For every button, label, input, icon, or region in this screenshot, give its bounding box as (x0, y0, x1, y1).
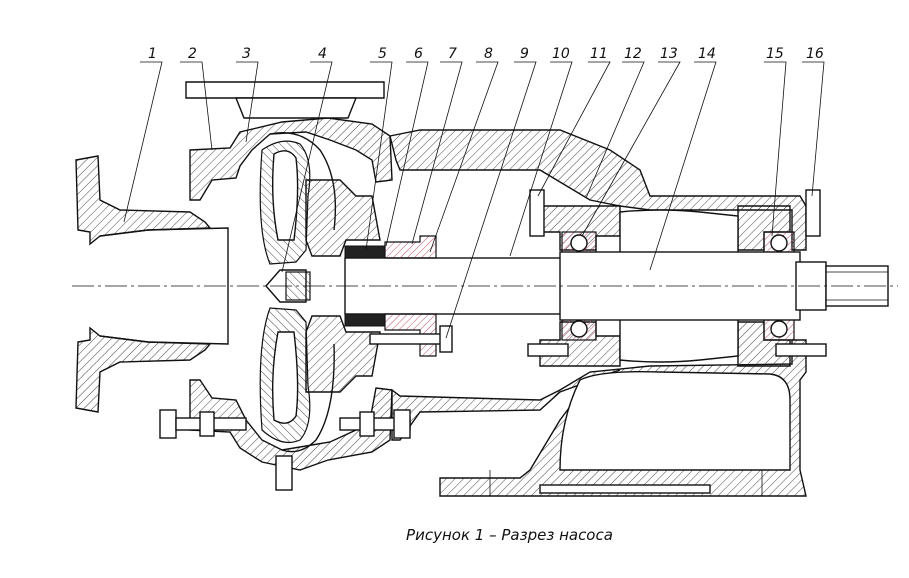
callout-numbers: 1 2 3 4 5 6 7 8 9 10 11 12 13 14 15 16 (148, 46, 824, 62)
figure-caption: Рисунок 1 – Разрез насоса (406, 526, 613, 544)
callout-10: 10 (552, 46, 570, 62)
callout-leaders (123, 61, 825, 339)
seal-cover (305, 179, 437, 393)
callout-14: 14 (698, 46, 716, 62)
callout-8: 8 (484, 46, 493, 62)
callout-1: 1 (148, 46, 157, 62)
bearing-right (763, 231, 795, 341)
top-outlet-flange (185, 81, 385, 119)
callout-6: 6 (414, 46, 423, 62)
callout-7: 7 (448, 46, 457, 62)
callout-9: 9 (520, 46, 529, 62)
callout-15: 15 (766, 46, 784, 62)
callout-5: 5 (378, 46, 387, 62)
callout-11: 11 (590, 46, 608, 62)
bearing-left (561, 231, 597, 341)
bearing-bracket (389, 129, 807, 497)
callout-16: 16 (806, 46, 824, 62)
callout-3: 3 (242, 46, 251, 62)
callout-13: 13 (660, 46, 678, 62)
callout-12: 12 (624, 46, 642, 62)
callout-4: 4 (318, 46, 327, 62)
bolts (159, 189, 827, 491)
callout-2: 2 (188, 46, 197, 62)
suction-inlet-housing (75, 155, 229, 413)
